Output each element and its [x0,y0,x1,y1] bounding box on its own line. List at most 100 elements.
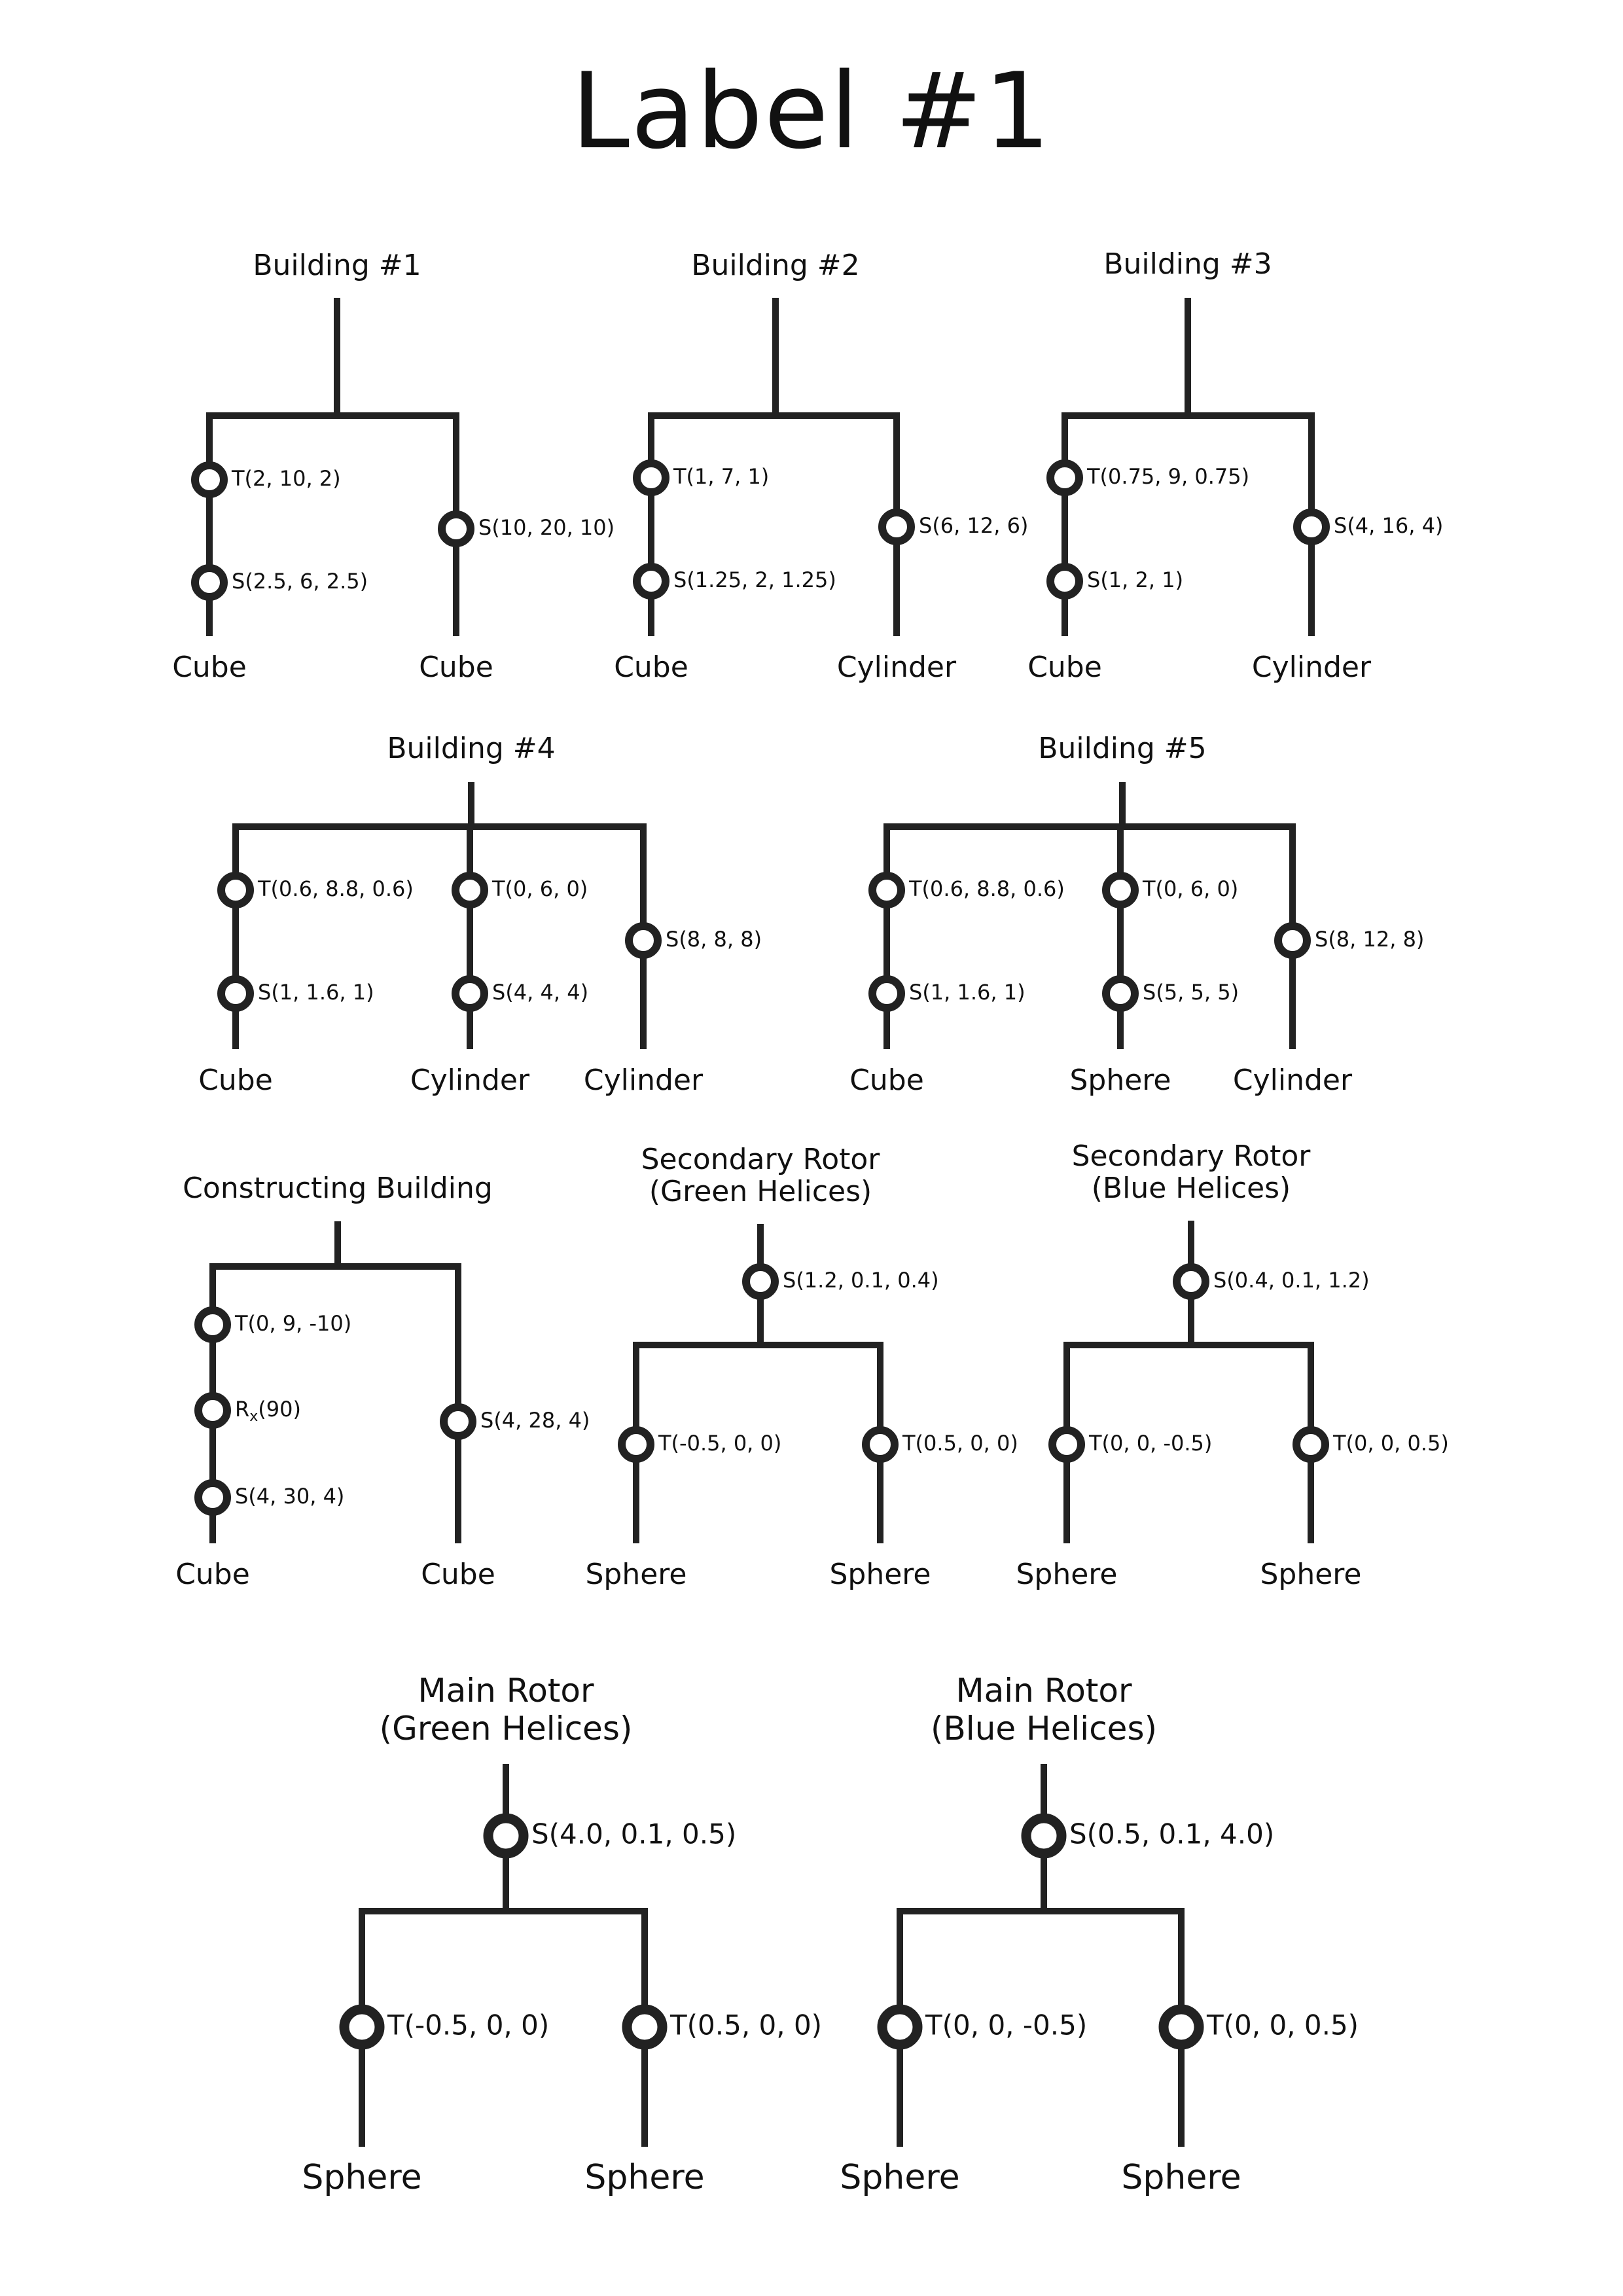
tree-8-heading: (Blue Helices) [1092,1172,1291,1205]
tree-1-transform-node [191,564,228,601]
tree-4-transform-label: S(8, 8, 8) [666,927,762,952]
tree-5-transform-node [868,975,905,1012]
tree-4-transform-node [217,872,254,908]
tree-1-transform-label: T(2, 10, 2) [231,466,341,491]
tree-6-leaf-label: Cube [175,1558,250,1591]
tree-7-heading: (Green Helices) [649,1175,872,1208]
tree-4-transform-label: T(0.6, 8.8, 0.6) [257,876,414,901]
tree-7-leaf-label: Sphere [585,1558,687,1591]
tree-5-heading: Building #5 [1038,732,1206,765]
tree-9-leaf-label: Sphere [302,2158,421,2197]
tree-2-transform-label: T(1, 7, 1) [673,464,769,489]
tree-6-transform-node [194,1479,231,1516]
tree-4-transform-label: S(4, 4, 4) [492,980,588,1005]
tree-5-transform-label: S(5, 5, 5) [1143,980,1239,1005]
tree-4-transform-node [452,975,488,1012]
tree-8-transform-label: T(0, 0, -0.5) [1088,1431,1212,1456]
tree-6-transform-node [194,1392,231,1429]
tree-6-transform-label: S(4, 30, 4) [235,1484,344,1509]
tree-3-transform-node [1046,563,1083,600]
tree-1-heading: Building #1 [253,249,421,282]
tree-10-leaf-label: Sphere [840,2158,959,2197]
tree-7-transform-label: S(1.2, 0.1, 0.4) [783,1268,939,1293]
tree-6-transform-node [440,1403,476,1440]
tree-7-transform-node [618,1426,654,1463]
tree-8-transform-label: T(0, 0, 0.5) [1332,1431,1449,1456]
tree-5-transform-label: T(0, 6, 0) [1142,876,1238,901]
tree-7-transform-node [862,1426,899,1463]
tree-6-transform-node [194,1306,231,1343]
tree-7-transform-node [742,1263,779,1300]
tree-7-transform-label: T(-0.5, 0, 0) [658,1431,781,1456]
tree-10-heading: Main Rotor [955,1672,1132,1710]
tree-5-transform-label: S(1, 1.6, 1) [909,980,1026,1005]
tree-5-transform-node [1102,872,1139,908]
tree-10-transform-label: T(0, 0, -0.5) [925,2009,1087,2041]
tree-10-leaf-label: Sphere [1121,2158,1241,2197]
tree-6-heading: Constructing Building [183,1172,493,1205]
tree-9-heading: Main Rotor [418,1672,594,1710]
tree-8-transform-label: S(0.4, 0.1, 1.2) [1213,1268,1370,1293]
tree-3-leaf-label: Cube [1027,651,1102,684]
tree-9-transform-label: T(-0.5, 0, 0) [387,2009,549,2041]
tree-1-transform-node [438,511,474,547]
tree-5-transform-node [868,872,905,908]
tree-4-transform-node [217,975,254,1012]
tree-10-transform-label: T(0, 0, 0.5) [1206,2009,1359,2041]
tree-5-transform-node [1102,975,1139,1012]
tree-4-leaf-label: Cylinder [410,1064,530,1097]
tree-8-leaf-label: Sphere [1016,1558,1117,1591]
tree-10-transform-label: S(0.5, 0.1, 4.0) [1069,1818,1274,1850]
tree-4-leaf-label: Cylinder [584,1064,704,1097]
tree-1-transform-label: S(10, 20, 10) [478,515,615,540]
tree-5-transform-label: S(8, 12, 8) [1315,927,1424,952]
tree-5-transform-label: T(0.6, 8.8, 0.6) [908,876,1065,901]
tree-9-heading: (Green Helices) [380,1710,633,1748]
tree-4-transform-node [625,922,662,959]
tree-6-transform-label: T(0, 9, -10) [234,1311,351,1336]
tree-1-transform-node [191,461,228,498]
tree-8-heading: Secondary Rotor [1072,1139,1311,1173]
tree-2-heading: Building #2 [691,249,859,282]
tree-7-heading: Secondary Rotor [641,1143,881,1176]
tree-5-transform-node [1274,922,1311,959]
tree-3-leaf-label: Cylinder [1252,651,1372,684]
tree-4-transform-label: S(1, 1.6, 1) [258,980,374,1005]
tree-3-transform-label: S(4, 16, 4) [1334,513,1443,538]
tree-2-transform-label: S(1.25, 2, 1.25) [673,567,836,592]
tree-6-leaf-label: Cube [421,1558,495,1591]
tree-10-transform-node [877,2004,923,2050]
tree-2-transform-node [633,563,669,600]
tree-3-transform-node [1046,459,1083,496]
tree-2-leaf-label: Cylinder [837,651,957,684]
tree-8-transform-node [1048,1426,1085,1463]
tree-9-transform-node [339,2004,385,2050]
tree-1-leaf-label: Cube [419,651,493,684]
tree-9-leaf-label: Sphere [584,2158,704,2197]
tree-6-transform-label: S(4, 28, 4) [480,1408,590,1433]
tree-10-transform-node [1021,1813,1067,1859]
tree-4-leaf-label: Cube [198,1064,273,1097]
tree-2-transform-node [878,509,915,545]
tree-2-transform-node [633,459,669,496]
tree-8-transform-node [1293,1426,1329,1463]
tree-1-transform-label: S(2.5, 6, 2.5) [232,569,368,594]
tree-7-leaf-label: Sphere [829,1558,931,1591]
tree-9-transform-node [622,2004,668,2050]
tree-9-transform-label: S(4.0, 0.1, 0.5) [531,1818,736,1850]
tree-10-heading: (Blue Helices) [931,1710,1157,1748]
tree-2-leaf-label: Cube [614,651,688,684]
tree-2-transform-label: S(6, 12, 6) [919,513,1028,538]
tree-9-transform-label: T(0.5, 0, 0) [669,2009,822,2041]
tree-3-heading: Building #3 [1103,247,1272,281]
tree-9-transform-node [483,1813,529,1859]
page-title: Label #1 [571,50,1052,172]
tree-4-transform-node [452,872,488,908]
tree-4-transform-label: T(0, 6, 0) [491,876,588,901]
tree-4-heading: Building #4 [387,732,555,765]
tree-8-leaf-label: Sphere [1260,1558,1361,1591]
tree-1-leaf-label: Cube [172,651,247,684]
tree-10-transform-node [1158,2004,1204,2050]
tree-6-transform-label: Rx(90) [235,1397,301,1425]
